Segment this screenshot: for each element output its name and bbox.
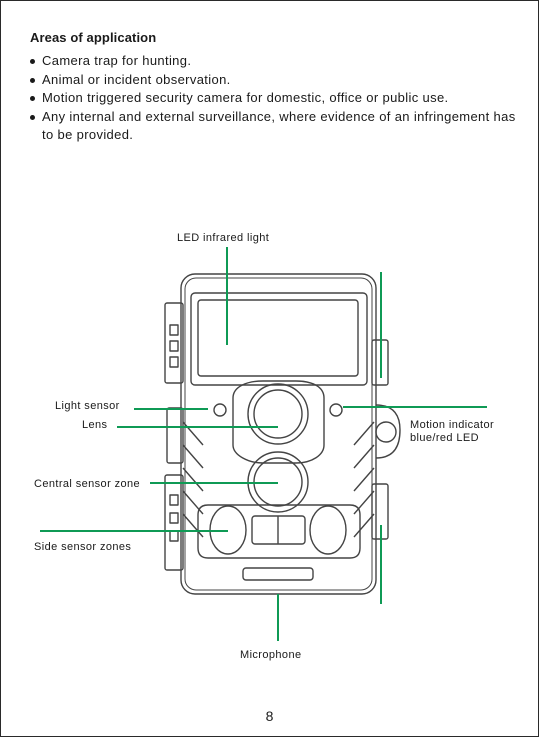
list-item: Animal or incident observation.: [30, 71, 520, 90]
ir-led-window: [197, 299, 359, 377]
callout-lines: [40, 247, 487, 641]
page-number: 8: [265, 708, 274, 724]
label-lens: Lens: [82, 419, 108, 431]
lens: [253, 389, 303, 439]
list-item: Any internal and external surveillance, …: [30, 108, 520, 145]
list-item: Motion triggered security camera for dom…: [30, 89, 520, 108]
label-microphone: Microphone: [240, 649, 302, 661]
list-item: Camera trap for hunting.: [30, 52, 520, 71]
right-side-sensor: [309, 505, 347, 555]
lens-ring: [247, 383, 309, 445]
section-heading: Areas of application: [30, 30, 157, 45]
microphone-slot: [242, 567, 314, 581]
label-side-sensor-zones: Side sensor zones: [34, 541, 132, 553]
left-ribs: [182, 421, 204, 538]
application-list: Camera trap for hunting. Animal or incid…: [30, 52, 520, 145]
left-upper-hinge: [164, 302, 184, 384]
label-central-sensor-zone: Central sensor zone: [34, 478, 141, 490]
label-motion-indicator-line1: Motion indicator: [410, 419, 495, 431]
lens-housing: [232, 380, 325, 464]
light-sensor: [213, 403, 227, 417]
label-led-infrared-light: LED infrared light: [177, 232, 270, 244]
motion-led: [329, 403, 343, 417]
label-light-sensor: Light sensor: [55, 400, 120, 412]
camera-body: [180, 273, 377, 595]
camera-illustration: [164, 273, 401, 595]
label-motion-indicator: Motion indicator blue/red LED: [410, 419, 494, 445]
ir-led-panel: [190, 292, 368, 386]
label-motion-indicator-line2: blue/red LED: [410, 432, 480, 444]
left-lower-hinge: [164, 474, 184, 571]
